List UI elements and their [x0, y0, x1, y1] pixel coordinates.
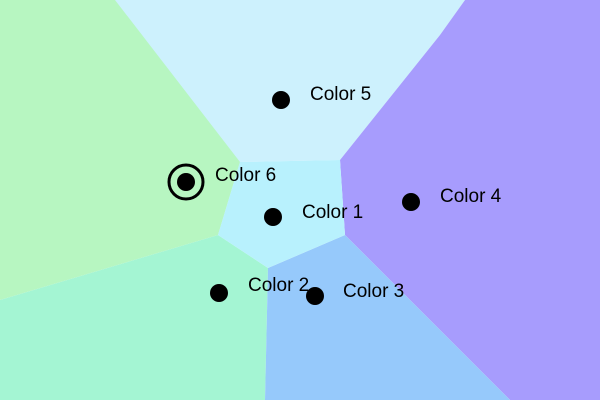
point-marker-color-6[interactable] [177, 173, 195, 191]
point-marker-color-1[interactable] [264, 208, 282, 226]
region-color-3[interactable] [265, 235, 510, 400]
point-label-color-6: Color 6 [215, 165, 276, 186]
selected-marker-ring-color-6[interactable] [167, 163, 205, 201]
point-label-color-3: Color 3 [343, 281, 404, 302]
point-label-color-4: Color 4 [440, 186, 502, 207]
point-label-color-2: Color 2 [248, 275, 309, 296]
region-color-4[interactable] [340, 0, 600, 400]
point-marker-color-5[interactable] [272, 91, 290, 109]
region-color-2[interactable] [0, 235, 268, 400]
point-label-color-5: Color 5 [310, 84, 371, 105]
point-marker-color-4[interactable] [402, 193, 420, 211]
region-color-1[interactable] [218, 160, 345, 268]
point-marker-color-2[interactable] [210, 284, 228, 302]
point-marker-color-3[interactable] [306, 287, 324, 305]
region-color-6[interactable] [0, 0, 240, 300]
point-label-color-1: Color 1 [302, 202, 363, 223]
